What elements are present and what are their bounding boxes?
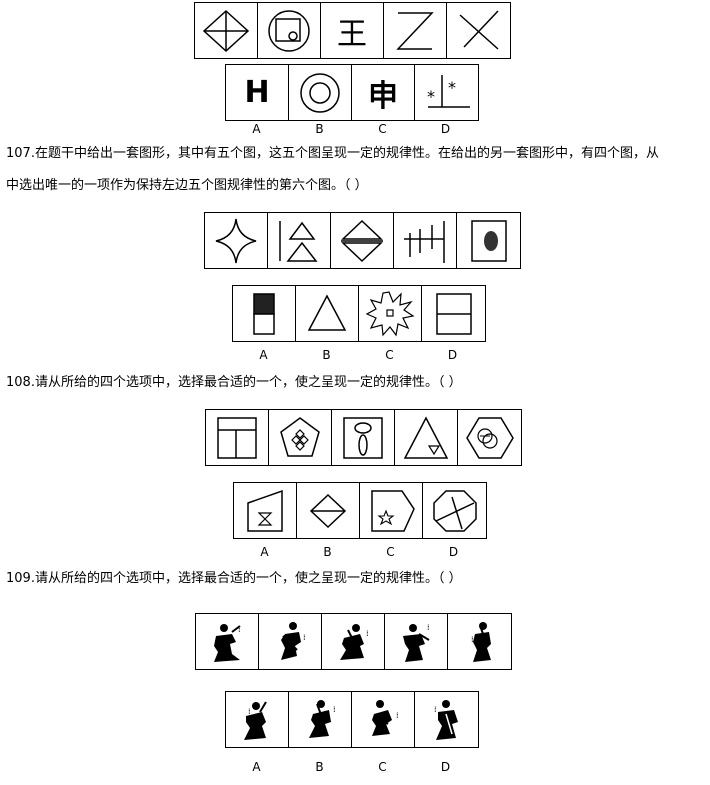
q108-option-d[interactable] [423,483,486,538]
q106-option-figures: H 申 ** [225,64,479,121]
q108-stem-figure-4 [395,410,458,465]
q109-stem-figure-2: ⁞ [259,614,322,669]
q109-option-c[interactable]: ⁞ [352,692,415,747]
q108-option-b[interactable] [297,483,360,538]
q108-stem-figures [205,409,522,466]
q106-option-b[interactable] [289,65,352,120]
q107-label-b: B [322,348,331,362]
q109-stem-figures: ⁞ ⁞ ⁞ ⁞ ⁞ [195,613,512,670]
q108-option-c[interactable] [360,483,423,538]
q107-label-a: A [259,348,268,362]
svg-text:*: * [427,87,435,106]
q108-label-d: D [448,545,459,559]
q108-stem-figure-5 [458,410,521,465]
q108-label-a: A [260,545,269,559]
svg-text:⁞: ⁞ [333,705,336,714]
q107-stem-figure-3 [331,213,394,268]
svg-text:⁞: ⁞ [396,711,399,720]
q107-label-c: C [385,348,394,362]
q107-stem-figure-1 [205,213,268,268]
svg-text:⁞: ⁞ [238,625,241,634]
q106-stem-figures: 王 [194,2,511,59]
q108-stem-figure-3 [332,410,395,465]
q108-option-figures [233,482,487,539]
q107-text-line-2: 中选出唯一的一项作为保持左边五个图规律性的第六个图。（ ） [6,178,368,193]
q106-stem-figure-5 [447,3,510,58]
q106-label-d: D [440,122,451,136]
q109-stem-figure-4: ⁞ [385,614,448,669]
q106-option-labels: A B C D [225,122,477,136]
q108-option-a[interactable] [234,483,297,538]
q106-option-d[interactable]: ** [415,65,478,120]
q109-option-d[interactable]: ⁞ [415,692,478,747]
q108-label-c: C [386,545,395,559]
q106-stem-figure-3: 王 [321,3,384,58]
q106-stem-figure-4 [384,3,447,58]
svg-text:⁞: ⁞ [303,633,306,642]
q108-text: 108.请从所给的四个选项中，选择最合适的一个，使之呈现一定的规律性。（ ） [6,375,462,390]
q109-option-a[interactable]: ⁞ [226,692,289,747]
q109-option-figures: ⁞ ⁞ ⁞ ⁞ [225,691,479,748]
q106-option-a[interactable]: H [226,65,289,120]
svg-text:⁞: ⁞ [366,629,369,638]
q107-stem-figure-2 [268,213,331,268]
q106-label-a: A [252,122,261,136]
q107-option-figures [232,285,486,342]
q106-option-c-glyph: 申 [368,78,398,114]
q109-label-b: B [315,760,324,774]
q109-text: 109.请从所给的四个选项中，选择最合适的一个，使之呈现一定的规律性。（ ） [6,571,462,586]
q108-option-labels: A B C D [233,545,485,559]
q107-stem-figure-4 [394,213,457,268]
q107-label-d: D [447,348,458,362]
svg-text:⁞: ⁞ [248,707,251,716]
q107-option-labels: A B C D [232,348,484,362]
q109-option-b[interactable]: ⁞ [289,692,352,747]
q107-option-a[interactable] [233,286,296,341]
q106-stem-glyph: 王 [337,16,367,52]
svg-text:⁞: ⁞ [471,635,474,644]
svg-text:⁞: ⁞ [427,623,430,632]
q106-option-c[interactable]: 申 [352,65,415,120]
q106-stem-figure-2 [258,3,321,58]
q107-stem-figure-5 [457,213,520,268]
q109-label-a: A [252,760,261,774]
q108-stem-figure-1 [206,410,269,465]
q107-option-d[interactable] [422,286,485,341]
q109-label-c: C [378,760,387,774]
svg-text:*: * [448,78,456,97]
q109-label-d: D [440,760,451,774]
q107-option-b[interactable] [296,286,359,341]
q109-stem-figure-1: ⁞ [196,614,259,669]
q109-stem-figure-3: ⁞ [322,614,385,669]
q108-stem-figure-2 [269,410,332,465]
q107-stem-figures [204,212,521,269]
q106-stem-figure-1 [195,3,258,58]
q106-option-a-glyph: H [244,75,270,110]
svg-text:⁞: ⁞ [434,705,437,714]
q108-label-b: B [323,545,332,559]
q106-label-c: C [378,122,387,136]
q109-stem-figure-5: ⁞ [448,614,511,669]
q106-label-b: B [315,122,324,136]
q107-option-c[interactable] [359,286,422,341]
q109-option-labels: A B C D [225,760,477,774]
q107-text-line-1: 107.在题干中给出一套图形，其中有五个图，这五个图呈现一定的规律性。在给出的另… [6,146,659,161]
